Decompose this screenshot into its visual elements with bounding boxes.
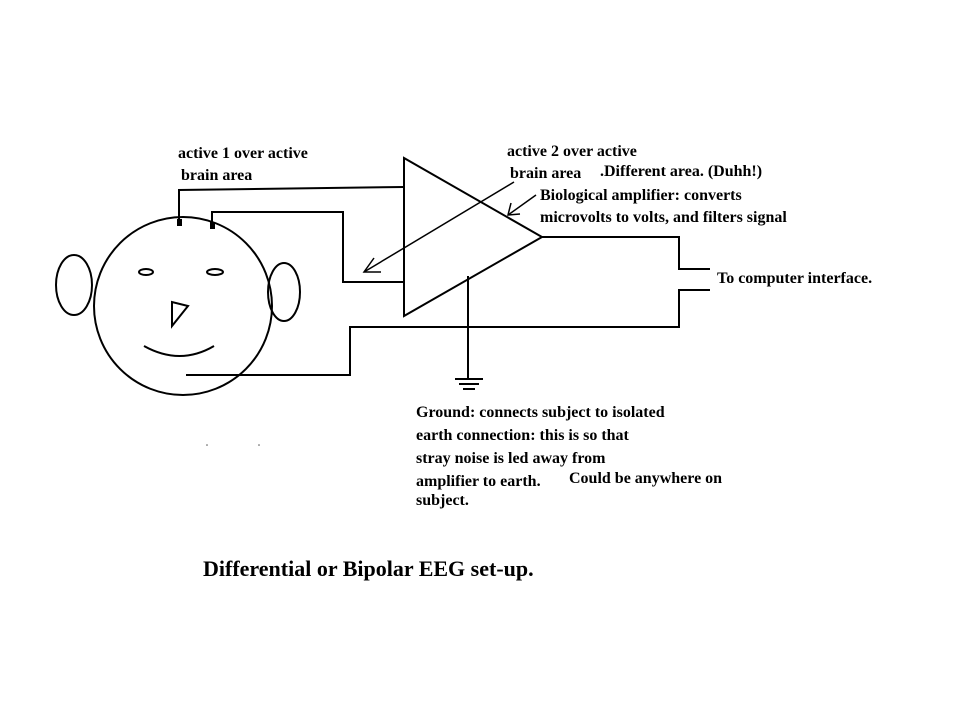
wires xyxy=(178,186,710,390)
right-ear xyxy=(267,262,301,322)
label-ground-line-5: subject. xyxy=(416,492,469,509)
head-outline xyxy=(93,216,273,396)
label-ground-line-2: earth connection: this is so that xyxy=(416,427,629,444)
mouth xyxy=(143,345,215,357)
left-ear xyxy=(55,254,93,316)
stray-dot xyxy=(258,444,260,446)
arrow-amplifier-shaft xyxy=(507,194,537,216)
label-active-1-line-1: active 1 over active xyxy=(178,145,308,162)
arrow-amplifier-head xyxy=(507,202,521,216)
arrows xyxy=(362,181,537,273)
head xyxy=(55,216,301,396)
diagram-caption: Differential or Bipolar EEG set-up. xyxy=(203,556,534,581)
label-active-2-line-2: brain area xyxy=(510,165,582,182)
label-ground-line-4: amplifier to earth. xyxy=(416,473,541,490)
arrow-active-2-shaft xyxy=(363,181,515,273)
arrow-active-2-head xyxy=(362,257,381,273)
label-amplifier-line-2: microvolts to volts, and filters signal xyxy=(540,209,787,226)
right-eye xyxy=(206,268,224,276)
electrode-active-1 xyxy=(177,219,182,226)
wire-output-bottom xyxy=(186,289,710,376)
label-computer-interface: To computer interface. xyxy=(717,270,873,287)
left-eye xyxy=(138,268,154,276)
wire-active-1 xyxy=(178,186,405,222)
label-active-2-line-1: active 2 over active xyxy=(507,143,637,160)
wire-output-top xyxy=(542,236,710,270)
stray-dot xyxy=(206,444,208,446)
wire-active-2 xyxy=(211,211,404,283)
label-active-2-note: .Different area. (Duhh!) xyxy=(600,163,763,180)
label-ground-line-4b: Could be anywhere on xyxy=(569,470,723,487)
nose xyxy=(171,300,190,329)
amplifier-triangle xyxy=(403,156,545,318)
label-amplifier-line-1: Biological amplifier: converts xyxy=(540,187,742,204)
label-ground-line-3: stray noise is led away from xyxy=(416,450,606,467)
label-ground-line-1: Ground: connects subject to isolated xyxy=(416,404,665,421)
label-active-1-line-2: brain area xyxy=(181,167,253,184)
